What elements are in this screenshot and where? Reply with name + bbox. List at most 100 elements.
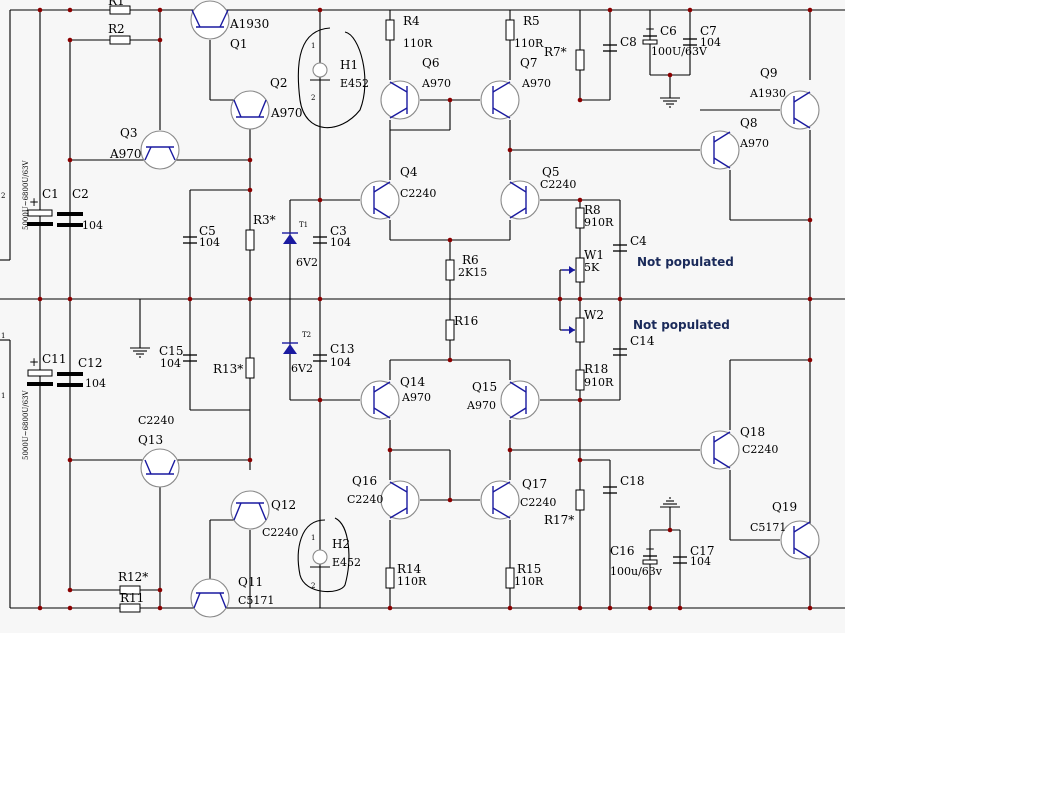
svg-text:T1: T1 (299, 221, 308, 229)
svg-text:W2: W2 (584, 308, 604, 322)
capacitor-c6: + C6 100U/63V (642, 22, 708, 58)
transistor-q9: Q9 A1930 (749, 66, 820, 130)
svg-text:Q8: Q8 (740, 116, 757, 130)
svg-text:R8: R8 (584, 203, 601, 217)
svg-text:H1: H1 (340, 58, 358, 72)
svg-text:C13: C13 (330, 342, 354, 356)
svg-text:C8: C8 (620, 35, 637, 49)
svg-text:Q6: Q6 (422, 56, 439, 70)
svg-text:C5171: C5171 (238, 594, 274, 607)
svg-text:104: 104 (330, 356, 351, 369)
trimmer-w1: W1 5K (562, 248, 604, 283)
svg-text:R7*: R7* (544, 45, 567, 59)
svg-text:A970: A970 (109, 147, 142, 161)
svg-text:R2: R2 (108, 22, 125, 36)
resistor-r16: R16 (445, 314, 478, 341)
svg-text:Q13: Q13 (138, 433, 163, 447)
svg-text:5000U~6800U/63V: 5000U~6800U/63V (22, 389, 30, 460)
note-c14: Not populated (633, 318, 730, 332)
transistor-q2: A970 Q2 (230, 76, 303, 130)
svg-text:+: + (645, 22, 655, 36)
svg-text:Q4: Q4 (400, 165, 418, 179)
svg-text:H2: H2 (332, 537, 350, 551)
svg-text:110R: 110R (514, 575, 544, 588)
resistor-r3: R3* (245, 213, 276, 251)
capacitor-c14: C14 (612, 334, 655, 356)
transistor-q13: C2240 Q13 (138, 414, 180, 488)
svg-text:C2240: C2240 (347, 493, 383, 506)
svg-text:Q5: Q5 (542, 165, 559, 179)
resistor-r2: R2 (108, 22, 131, 45)
trimmer-w2: W2 (562, 308, 604, 343)
svg-text:6V2: 6V2 (296, 256, 318, 269)
svg-text:Q19: Q19 (772, 500, 797, 514)
svg-text:C17: C17 (690, 544, 714, 558)
svg-text:C2240: C2240 (138, 414, 174, 427)
svg-text:R6: R6 (462, 253, 479, 267)
resistors: R1 R2 R4 110R R5 110R R7* R3* R8 910R (108, 0, 614, 613)
svg-text:+: + (29, 355, 39, 369)
svg-text:104: 104 (199, 236, 220, 249)
capacitor-c4: C4 (612, 234, 647, 252)
svg-text:5000U~6800U/63V: 5000U~6800U/63V (22, 159, 30, 230)
transistor-q12: Q12 C2240 (230, 490, 298, 539)
svg-text:100u/63v: 100u/63v (610, 565, 663, 578)
svg-text:2: 2 (311, 94, 315, 102)
resistor-r13: R13* (213, 357, 255, 379)
resistor-r18: R18 910R (575, 362, 614, 391)
resistor-r7: R7* (544, 45, 585, 71)
capacitor-c5: C5 104 (182, 224, 220, 249)
svg-text:2: 2 (311, 582, 315, 590)
svg-text:R12*: R12* (118, 570, 148, 584)
capacitor-c15: C15 104 (159, 344, 198, 370)
svg-text:E452: E452 (340, 77, 369, 90)
svg-text:C4: C4 (630, 234, 647, 248)
transistor-q11: Q11 C5171 (190, 575, 274, 618)
transistor-q14: Q14 A970 (360, 375, 431, 420)
svg-text:Q9: Q9 (760, 66, 777, 80)
pin-label-left-mid1: 1 (1, 332, 5, 340)
svg-text:C6: C6 (660, 24, 677, 38)
svg-text:C2240: C2240 (540, 178, 576, 191)
transistor-q19: Q19 C5171 (750, 500, 820, 560)
svg-text:Q12: Q12 (271, 498, 296, 512)
zener-t1: T1 6V2 (282, 221, 318, 269)
transistor-q5: Q5 C2240 (500, 165, 576, 220)
capacitor-c2: C2 104 (57, 187, 103, 232)
svg-text:C1: C1 (42, 187, 59, 201)
resistor-r6: R6 2K15 (445, 253, 487, 281)
svg-text:R13*: R13* (213, 362, 243, 376)
svg-text:Q2: Q2 (270, 76, 287, 90)
resistor-r4: R4 110R (385, 14, 433, 50)
svg-text:110R: 110R (397, 575, 427, 588)
capacitor-c13: C13 104 (312, 342, 354, 369)
svg-text:R5: R5 (523, 14, 540, 28)
capacitor-c3: C3 104 (312, 224, 351, 249)
svg-text:R14: R14 (397, 562, 422, 576)
svg-text:R11: R11 (120, 591, 144, 605)
junction-dots (37, 7, 813, 611)
svg-text:A970: A970 (401, 391, 431, 404)
svg-text:Q17: Q17 (522, 477, 547, 491)
transistor-q4: Q4 C2240 (360, 165, 436, 220)
svg-text:910R: 910R (584, 216, 614, 229)
svg-text:100U/63V: 100U/63V (651, 45, 708, 58)
wires (0, 9, 845, 609)
svg-text:104: 104 (160, 357, 181, 370)
zener-t2: T2 6V2 (282, 331, 313, 375)
svg-text:+: + (645, 542, 655, 556)
svg-text:A970: A970 (521, 77, 551, 90)
svg-text:R4: R4 (403, 14, 420, 28)
transistor-q16: Q16 C2240 (347, 474, 420, 520)
svg-text:C14: C14 (630, 334, 655, 348)
svg-text:C12: C12 (78, 356, 102, 370)
transistor-q17: Q17 C2240 (480, 477, 556, 520)
amplifier-schematic: R1 R2 R4 110R R5 110R R7* R3* R8 910R (0, 0, 845, 618)
resistor-r17: R17* (544, 489, 585, 527)
capacitor-c7: C7 104 (682, 24, 721, 49)
svg-text:104: 104 (85, 377, 106, 390)
svg-text:T2: T2 (302, 331, 311, 339)
svg-text:1: 1 (311, 534, 315, 542)
transistor-q7: Q7 A970 (480, 56, 551, 120)
svg-text:R16: R16 (454, 314, 478, 328)
